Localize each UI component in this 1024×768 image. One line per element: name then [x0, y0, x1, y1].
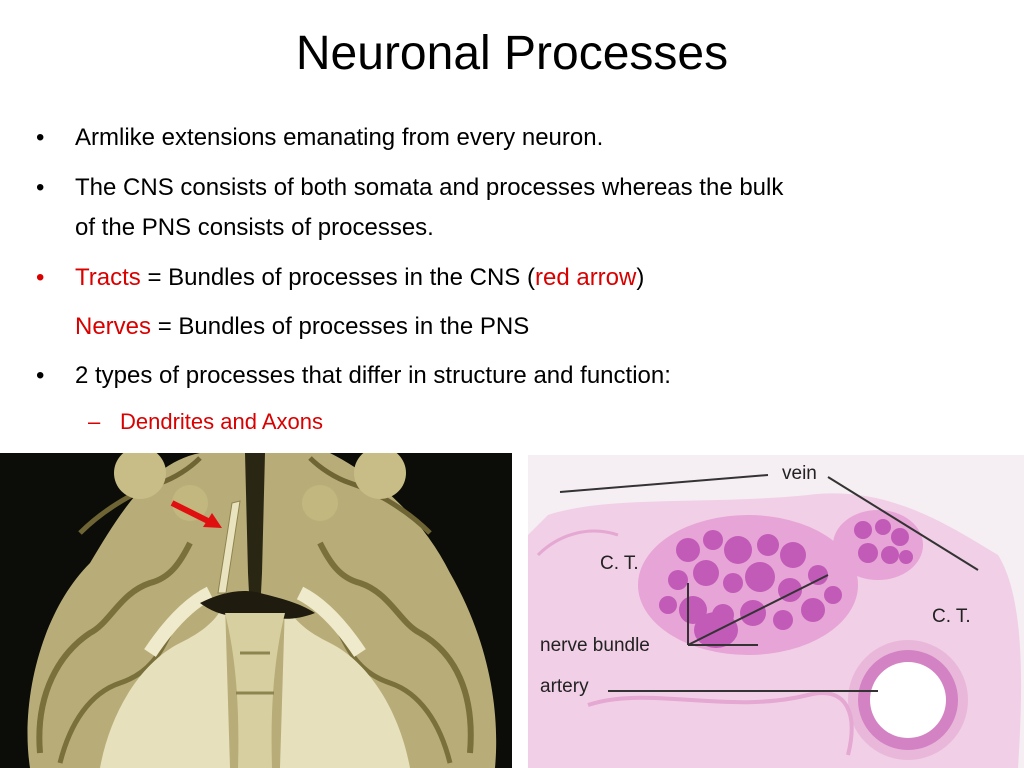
bullet-text: Tracts = Bundles of processes in the CNS… — [75, 258, 644, 298]
label-ct-right: C. T. — [932, 606, 971, 627]
close-paren: ) — [636, 264, 645, 291]
label-vein: vein — [782, 463, 817, 484]
term-tracts: Tracts — [75, 264, 141, 291]
histology-illustration — [528, 474, 1022, 768]
label-nerve-bundle: nerve bundle — [540, 635, 650, 656]
nerve-histology-image: vein C. T. C. T. nerve bundle artery — [528, 455, 1024, 768]
term-nerves: Nerves — [75, 313, 152, 340]
nerves-definition: = Bundles of processes in the PNS — [151, 313, 530, 340]
sub-bullet-dash: – — [88, 409, 101, 434]
red-arrow-hint: red arrow — [534, 264, 637, 291]
label-artery: artery — [540, 676, 589, 697]
bullet-text: 2 types of processes that differ in stru… — [75, 362, 671, 389]
bullet-text: Nerves = Bundles of processes in the PNS — [75, 307, 529, 347]
slide-title: Neuronal Processes — [295, 27, 729, 80]
bullet-dot: • — [36, 362, 45, 389]
bullet-dot: • — [36, 174, 45, 201]
tracts-definition: = Bundles of processes in the CNS ( — [140, 264, 535, 291]
sub-bullet-text: Dendrites and Axons — [120, 409, 324, 434]
bullet-dot: • — [36, 124, 45, 151]
bullet-text: The CNS consists of both somata and proc… — [75, 174, 784, 201]
brain-section-image — [0, 453, 512, 768]
bullet-text: Armlike extensions emanating from every … — [75, 124, 604, 151]
red-arrow-head — [203, 513, 222, 528]
brain-illustration — [27, 453, 497, 768]
label-ct-left: C. T. — [600, 553, 639, 574]
bullet-dot: • — [36, 264, 45, 291]
bullet-text: of the PNS consists of processes. — [75, 214, 434, 241]
red-arrow — [170, 500, 214, 526]
